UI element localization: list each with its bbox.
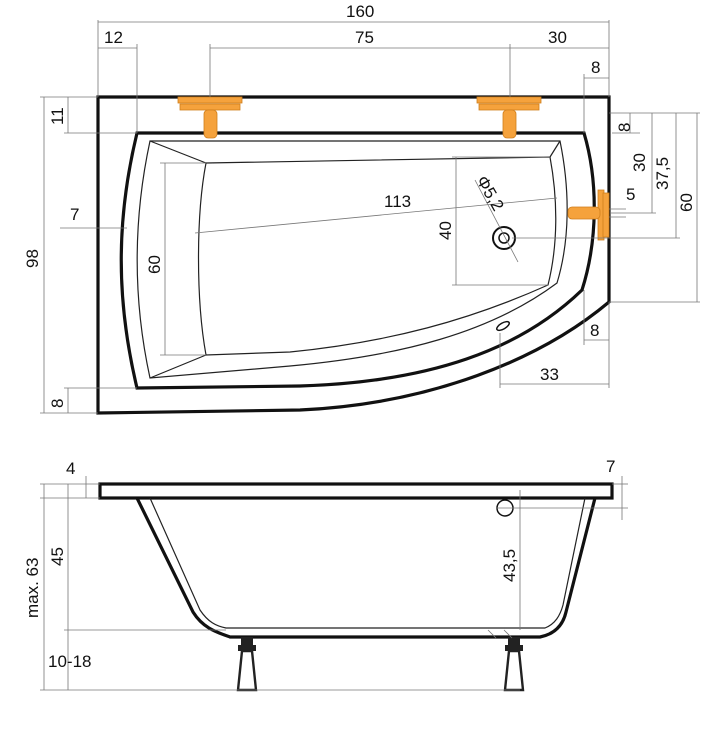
drain-inner-icon (498, 232, 510, 244)
inner-bottom-outline (136, 140, 568, 379)
leg-right-icon (503, 637, 525, 692)
floor-corner-line (149, 140, 207, 164)
dim-max-height: max. 63 (23, 558, 42, 618)
side-rim-outline (98, 482, 614, 500)
drain-diameter-leader (474, 179, 519, 263)
dim-right-side-height: 60 (677, 193, 696, 212)
dim-tub-height: 45 (48, 547, 67, 566)
floor-corner-line (549, 140, 561, 158)
dim-drain-height: 40 (436, 221, 455, 240)
side-tub-inner-outline (149, 497, 586, 629)
dim-rim-thickness-left: 4 (66, 459, 75, 478)
dim-rim-left: 7 (70, 205, 79, 224)
drain-icon (492, 226, 516, 250)
inner-rim-outline (119, 131, 596, 390)
overflow-icon (496, 320, 510, 332)
dim-tap-to-drain-vertical: 30 (630, 153, 649, 172)
dim-drain-diameter: Φ5,2 (473, 173, 508, 215)
dim-rim-top-left: 11 (48, 107, 67, 125)
dim-diagonal: 113 (384, 192, 411, 211)
dim-tap-spacing: 75 (355, 28, 374, 47)
dim-rim-bottom-left: 8 (48, 399, 67, 408)
side-tub-outline (135, 497, 597, 639)
dim-rim-right-side-top: 8 (615, 123, 634, 132)
dim-overall-length: 160 (346, 2, 374, 21)
basin-floor-outline (197, 156, 557, 356)
tap-left-icon (177, 96, 243, 139)
dim-leg-height: 10-18 (48, 652, 91, 671)
dim-rim-right-bottom: 8 (590, 321, 599, 340)
floor-corner-line (149, 354, 207, 379)
leg-left-icon (236, 637, 258, 692)
top-view: 160 12 75 30 8 11 98 7 60 113 Φ5,2 40 8 … (23, 2, 700, 415)
dim-right-offset: 30 (548, 28, 567, 47)
dim-inner-width-left: 60 (145, 255, 164, 274)
dim-overall-width: 98 (23, 249, 42, 268)
dim-side-tap-offset: 5 (626, 185, 635, 204)
dim-rim-thickness-right: 7 (606, 457, 615, 476)
dim-left-offset: 12 (104, 28, 123, 47)
dim-bottom-right-curve: 33 (540, 365, 559, 384)
dim-tap-side-height: 37,5 (653, 157, 672, 190)
dim-inner-depth: 43,5 (500, 549, 519, 582)
tap-side-icon (567, 189, 610, 241)
outer-shell-outline (96, 95, 611, 415)
tap-right-icon (476, 96, 542, 139)
dim-rim-right-top: 8 (591, 58, 600, 77)
side-view: 4 7 max. 63 45 43,5 10-18 (23, 457, 628, 692)
